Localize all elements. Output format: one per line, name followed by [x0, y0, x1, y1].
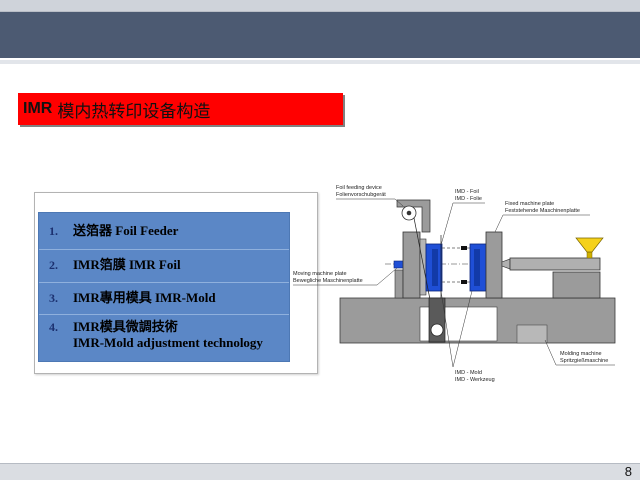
- list-divider: [39, 282, 289, 283]
- injection-unit-support: [552, 271, 601, 299]
- component-list: 1. 送箔器 Foil Feeder 2. IMR箔膜 IMR Foil 3. …: [38, 212, 290, 362]
- footer-band: [0, 463, 640, 480]
- list-item-text: IMR專用模具 IMR-Mold: [73, 290, 216, 305]
- list-frame: [34, 192, 318, 374]
- bed-right-recess: [516, 324, 548, 344]
- leader-molding-machine: [544, 339, 615, 366]
- leader-fixed-plate: [494, 214, 590, 233]
- list-divider: [39, 249, 289, 250]
- label-foil-feeder-de: Folienvorschubgerät: [336, 192, 386, 198]
- right-mold-cavity: [474, 249, 480, 286]
- slide-title: 模内热转印设备构造: [57, 101, 211, 121]
- list-item-text: 送箔器 Foil Feeder: [73, 223, 179, 238]
- molding-machine-diagram: Foil feeding device Folienvorschubgerät …: [293, 185, 616, 383]
- label-fixed-plate-de: Feststehende Maschinenplatte: [505, 208, 580, 214]
- header-band: [0, 12, 640, 58]
- left-mold-carrier: [419, 238, 427, 296]
- list-item-text-line2: IMR-Mold adjustment technology: [73, 335, 263, 350]
- list-divider: [39, 314, 289, 315]
- label-imd-foil-de: IMD - Folie: [455, 196, 482, 202]
- label-imd-foil-en: IMD - Foil: [455, 189, 479, 195]
- label-foil-feeder-en: Foil feeding device: [336, 185, 382, 191]
- label-moving-plate-de: Bewegliche Maschinenplatte: [293, 278, 363, 284]
- injection-barrel: [509, 257, 601, 271]
- guide-pin-lower: [461, 280, 467, 284]
- foil-supply-roller-hub: [406, 210, 412, 216]
- top-strip: [0, 0, 640, 12]
- leader-foil-feeder: [336, 198, 404, 207]
- moving-machine-plate: [402, 231, 421, 299]
- list-item-number: 4.: [49, 320, 58, 334]
- injection-nozzle: [501, 258, 511, 270]
- material-hopper: [575, 237, 604, 253]
- label-molding-machine-en: Molding machine: [560, 351, 602, 357]
- slide-title-prefix: IMR: [23, 100, 53, 117]
- list-item-number: 1.: [49, 224, 58, 238]
- list-item-number: 2.: [49, 258, 58, 272]
- leader-imd-mold-right: [452, 290, 473, 368]
- foil-feeder-bracket: [396, 199, 431, 233]
- page-number: 8: [624, 464, 632, 479]
- moving-platen-guide: [394, 269, 404, 299]
- list-item-text: IMR模具微調技術: [73, 319, 178, 334]
- label-imd-mold-en: IMD - Mold: [455, 370, 482, 376]
- foil-takeup-roller: [430, 323, 444, 337]
- list-item-text: IMR箔膜 IMR Foil: [73, 257, 181, 272]
- ejector-ram: [393, 260, 405, 269]
- header-divider: [0, 60, 640, 64]
- fixed-machine-plate: [485, 231, 503, 299]
- guide-pin-upper: [461, 246, 467, 250]
- leader-moving-plate: [293, 267, 398, 286]
- label-fixed-plate-en: Fixed machine plate: [505, 201, 554, 207]
- label-imd-mold-de: IMD - Werkzeug: [455, 377, 495, 383]
- leader-imd-mold-left: [440, 290, 454, 368]
- slide-title-bar: IMR 模内热转印设备构造: [18, 93, 343, 125]
- left-mold-cavity: [432, 249, 438, 286]
- hopper-stem: [586, 251, 593, 259]
- label-moving-plate-en: Moving machine plate: [293, 271, 347, 277]
- list-item-number: 3.: [49, 291, 58, 305]
- leader-imd-foil: [440, 202, 485, 246]
- label-molding-machine-de: Spritzgießmaschine: [560, 358, 608, 364]
